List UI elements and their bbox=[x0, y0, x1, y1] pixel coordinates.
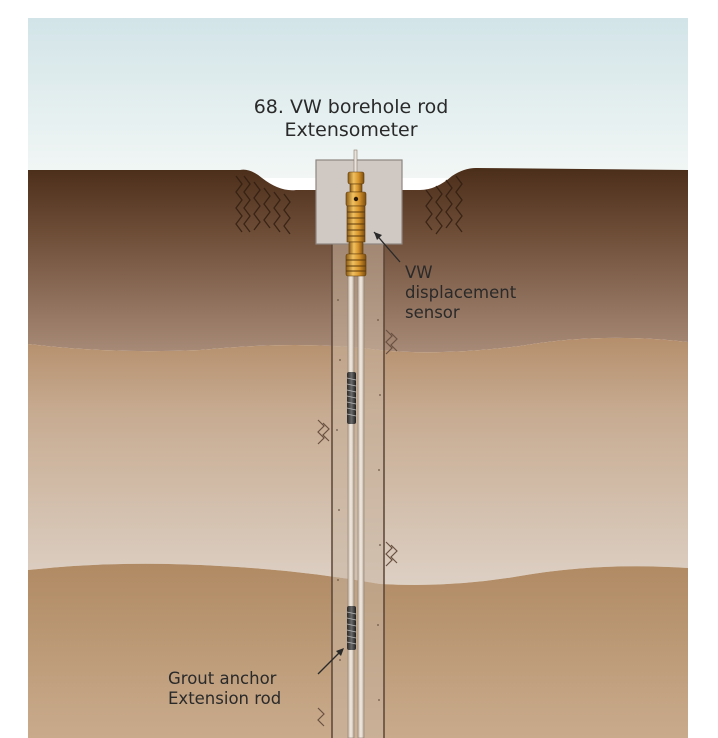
vw-displacement-sensor bbox=[345, 171, 367, 277]
anchor-leader-arrowhead bbox=[336, 648, 344, 656]
title-line-2: Extensometer bbox=[284, 119, 418, 141]
diagram-title: 68. VW borehole rod Extensometer bbox=[210, 96, 492, 142]
extension-rod-left bbox=[347, 267, 355, 738]
sensor-leader-arrowhead bbox=[374, 232, 382, 240]
signal-cable bbox=[353, 149, 358, 175]
sensor-label-line-3: sensor bbox=[405, 303, 460, 322]
anchor-label-line-1: Grout anchor bbox=[168, 669, 277, 688]
soil-texture-marks bbox=[317, 329, 398, 727]
anchor-label: Grout anchor Extension rod bbox=[168, 669, 281, 709]
grout-anchor-upper bbox=[346, 372, 357, 424]
excavation-texture bbox=[235, 175, 463, 235]
grout-speckles bbox=[336, 299, 381, 701]
sensor-label: VW displacement sensor bbox=[405, 263, 516, 323]
title-line-1: 68. VW borehole rod bbox=[253, 96, 449, 118]
sky-band bbox=[28, 18, 688, 178]
anchor-leader-line bbox=[317, 649, 343, 675]
grout-anchor-lower bbox=[346, 606, 357, 650]
sensor-label-line-2: displacement bbox=[405, 283, 517, 302]
anchor-label-line-2: Extension rod bbox=[168, 689, 282, 708]
sensor-label-line-1: VW bbox=[405, 263, 433, 282]
extension-rod-right bbox=[357, 267, 365, 738]
